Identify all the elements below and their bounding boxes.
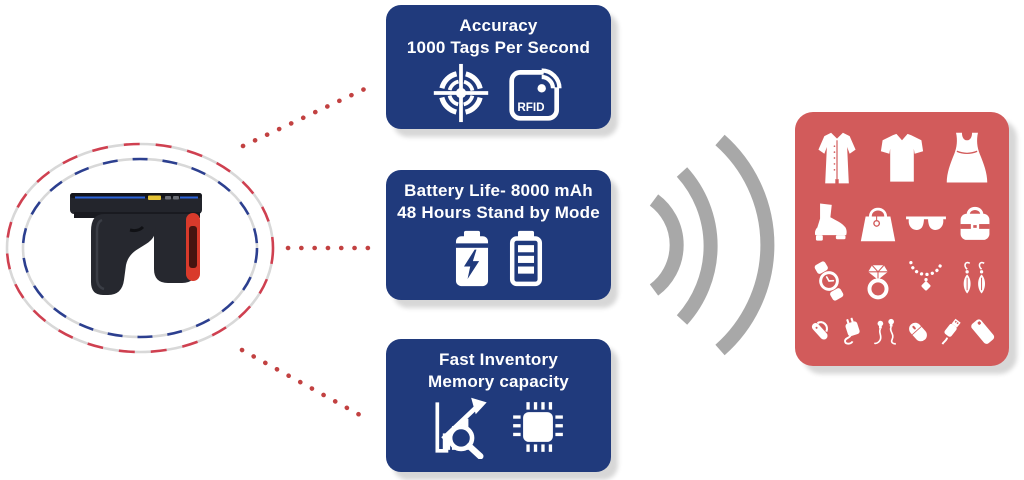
dress-icon xyxy=(946,132,987,183)
feature-box-inventory: Fast Inventory Memory capacity xyxy=(386,339,611,472)
device-blue-accent xyxy=(75,196,145,199)
inventory-title-line1: Fast Inventory xyxy=(438,350,558,369)
earrings-icon xyxy=(963,261,985,294)
battery-title: Battery Life- 8000 mAh 48 Hours Stand by… xyxy=(397,180,600,225)
items-row-4 xyxy=(805,317,999,347)
inventory-title-line2: Memory capacity xyxy=(428,372,569,392)
device-yellow-label xyxy=(148,195,161,200)
rfid-handheld-scanner-icon xyxy=(70,193,202,295)
dotted-line-to-inventory xyxy=(239,347,372,423)
accuracy-title-line1: Accuracy xyxy=(459,16,538,35)
bluetooth-headset-icon xyxy=(812,320,829,340)
purse-icon xyxy=(960,207,990,241)
coat-icon xyxy=(818,132,856,184)
computer-mouse-icon xyxy=(909,322,928,341)
outer-dashed-ellipse-gray xyxy=(5,142,275,354)
battery-title-line1: Battery Life- 8000 mAh xyxy=(404,181,593,200)
arrow-head xyxy=(471,397,487,415)
tagged-items-grid xyxy=(795,112,1009,366)
charger-icon xyxy=(844,317,861,345)
handbag-icon xyxy=(860,208,895,242)
inventory-title: Fast Inventory Memory capacity xyxy=(428,349,569,394)
chart-magnifier-icon xyxy=(435,397,487,459)
accuracy-title: Accuracy 1000 Tags Per Second xyxy=(407,15,590,60)
device-grip xyxy=(91,214,156,295)
battery-title-line2: 48 Hours Stand by Mode xyxy=(397,203,600,223)
battery-charging-icon xyxy=(455,230,488,286)
crosshair-target-icon xyxy=(433,63,488,122)
tagged-items-panel xyxy=(795,112,1009,366)
outer-dashed-ellipse-red xyxy=(5,142,275,354)
rfid-tag-icon: RFID xyxy=(508,62,567,121)
microchip-icon xyxy=(513,402,563,452)
battery-level-icon xyxy=(509,230,542,286)
wristwatch-icon xyxy=(814,260,844,301)
feature-box-battery: Battery Life- 8000 mAh 48 Hours Stand by… xyxy=(386,170,611,300)
device-body xyxy=(154,214,196,283)
dotted-line-to-accuracy xyxy=(240,83,374,149)
rfid-tag-label: RFID xyxy=(517,101,544,114)
sweater-icon xyxy=(880,132,924,182)
sunglasses-icon xyxy=(906,216,947,231)
ankle-boot-icon xyxy=(815,203,847,241)
usb-drive-icon xyxy=(942,318,962,345)
smartphone-icon xyxy=(971,319,994,344)
rf-signal-waves-icon xyxy=(649,134,775,356)
ring-icon xyxy=(867,264,889,299)
inner-dashed-ellipse-blue xyxy=(21,157,259,339)
lightning-bolt xyxy=(463,249,479,279)
items-row-1 xyxy=(805,131,999,185)
feature-box-accuracy: Accuracy 1000 Tags Per Second xyxy=(386,5,611,129)
earbuds-icon xyxy=(873,318,896,345)
items-row-2 xyxy=(805,200,999,244)
necklace-icon xyxy=(909,260,943,291)
items-row-3 xyxy=(805,260,999,302)
accuracy-title-line2: 1000 Tags Per Second xyxy=(406,38,591,58)
